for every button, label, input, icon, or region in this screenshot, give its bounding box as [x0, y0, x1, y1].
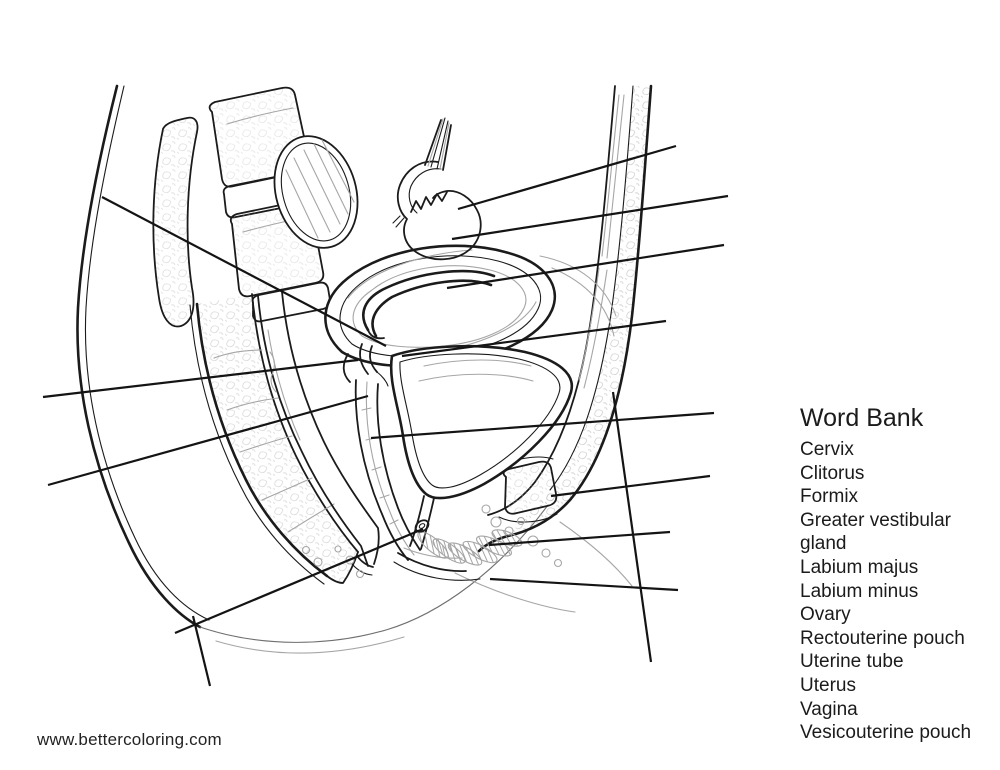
fat-lobules	[301, 504, 563, 579]
wordbank-item: Uterus	[800, 674, 856, 696]
watermark-url: www.bettercoloring.com	[37, 730, 222, 749]
anus	[351, 563, 373, 576]
leader-line	[489, 577, 679, 592]
uterine-tube	[392, 117, 482, 261]
wordbank-item: Clitorus	[800, 462, 865, 484]
vestibular-bulb	[476, 535, 512, 557]
vulva	[301, 504, 633, 587]
pubic-symphysis	[502, 460, 558, 515]
clitoris	[418, 523, 426, 529]
leader-line	[401, 319, 667, 358]
wordbank-item: Uterine tube	[800, 651, 904, 673]
uterine-cavity	[362, 269, 496, 332]
leader-line	[550, 474, 711, 498]
suspensory-vessels	[424, 119, 452, 171]
spinous-strip	[152, 116, 199, 328]
cervical-canal	[369, 345, 378, 373]
wordbank-item: Labium minus	[800, 580, 919, 602]
leader-lines	[42, 144, 729, 687]
leader-line	[42, 358, 359, 399]
leader-line	[446, 243, 725, 290]
leader-line	[47, 394, 369, 487]
wordbank-item: Ovary	[800, 604, 851, 626]
word-bank-title: Word Bank	[800, 404, 924, 432]
wordbank-item: Greater vestibular gland	[800, 509, 952, 555]
uterine-cavity	[371, 279, 493, 338]
cervical-canal	[359, 343, 369, 375]
wordbank-item: Labium majus	[800, 556, 919, 578]
leader-line	[370, 411, 715, 440]
anus	[356, 555, 374, 568]
labia-folds	[393, 561, 481, 581]
fimbriae	[410, 191, 448, 213]
wordbank-item: Vagina	[800, 698, 858, 720]
clitoris	[414, 519, 430, 533]
urethra	[409, 495, 425, 547]
leader-line	[451, 194, 729, 241]
wordbank-item: Rectouterine pouch	[800, 627, 965, 649]
vagina	[354, 379, 421, 561]
wordbank-item: Formix	[800, 486, 859, 508]
wordbank-item: Cervix	[800, 439, 854, 460]
leader-line	[101, 196, 387, 347]
leader-line	[191, 615, 212, 687]
wordbank-item: Vesicouterine pouch	[800, 722, 972, 744]
rectum	[257, 291, 380, 567]
leader-line	[611, 391, 653, 663]
leader-line	[488, 530, 671, 547]
labia-folds	[397, 552, 467, 572]
fornix	[342, 353, 351, 383]
body-outline	[76, 84, 576, 654]
ovary	[273, 135, 359, 249]
sacrum	[197, 294, 358, 583]
leader-line	[457, 144, 677, 211]
leader-line	[174, 527, 424, 635]
